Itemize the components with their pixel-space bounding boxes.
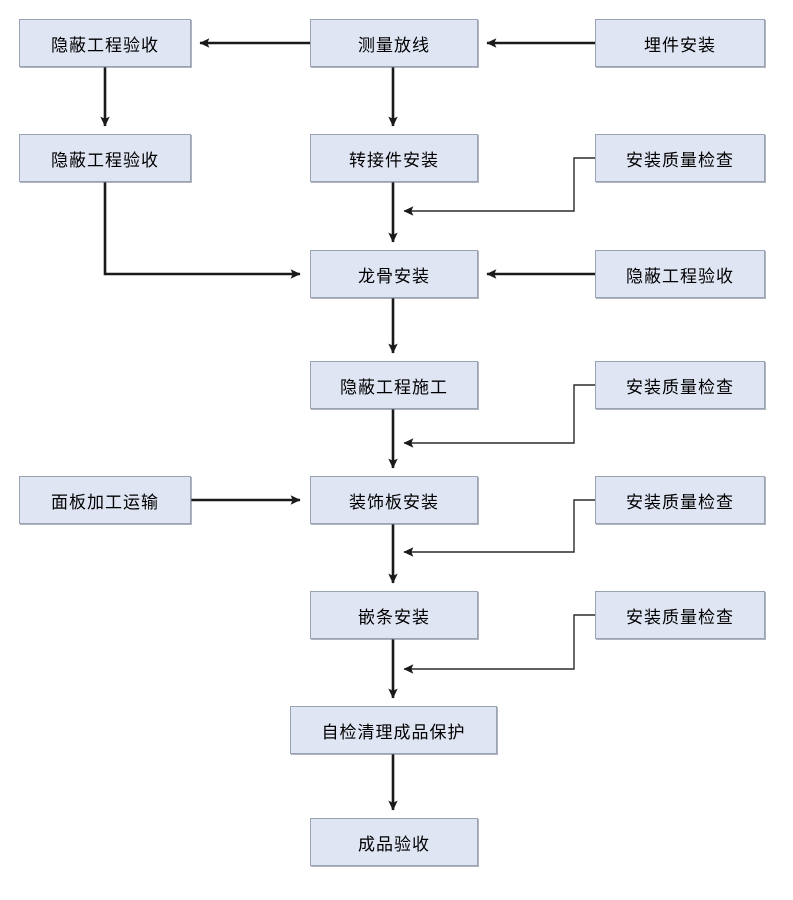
node-keel-installation[interactable]: 龙骨安装 [310, 250, 478, 298]
node-adapter-installation[interactable]: 转接件安装 [310, 134, 478, 182]
edge-n4-n7 [103, 182, 301, 279]
node-finished-product-acceptance[interactable]: 成品验收 [310, 818, 478, 866]
node-hidden-work-acceptance-2[interactable]: 隐蔽工程验收 [19, 134, 191, 182]
node-trim-strip-installation[interactable]: 嵌条安装 [310, 591, 478, 639]
node-installation-quality-check-3[interactable]: 安装质量检查 [595, 476, 765, 524]
node-self-inspection-cleanup-protection[interactable]: 自检清理成品保护 [290, 706, 497, 754]
node-hidden-work-acceptance-3[interactable]: 隐蔽工程验收 [595, 250, 765, 298]
node-panel-processing-transport[interactable]: 面板加工运输 [19, 476, 191, 524]
node-decorative-panel-installation[interactable]: 装饰板安装 [310, 476, 478, 524]
node-installation-quality-check-4[interactable]: 安装质量检查 [595, 591, 765, 639]
node-installation-quality-check-1[interactable]: 安装质量检查 [595, 134, 765, 182]
node-embedded-part-installation[interactable]: 埋件安装 [595, 19, 765, 67]
node-survey-setting-out[interactable]: 测量放线 [310, 19, 478, 67]
node-installation-quality-check-2[interactable]: 安装质量检查 [595, 361, 765, 409]
node-hidden-work-construction[interactable]: 隐蔽工程施工 [310, 361, 478, 409]
node-hidden-work-acceptance-1[interactable]: 隐蔽工程验收 [19, 19, 191, 67]
